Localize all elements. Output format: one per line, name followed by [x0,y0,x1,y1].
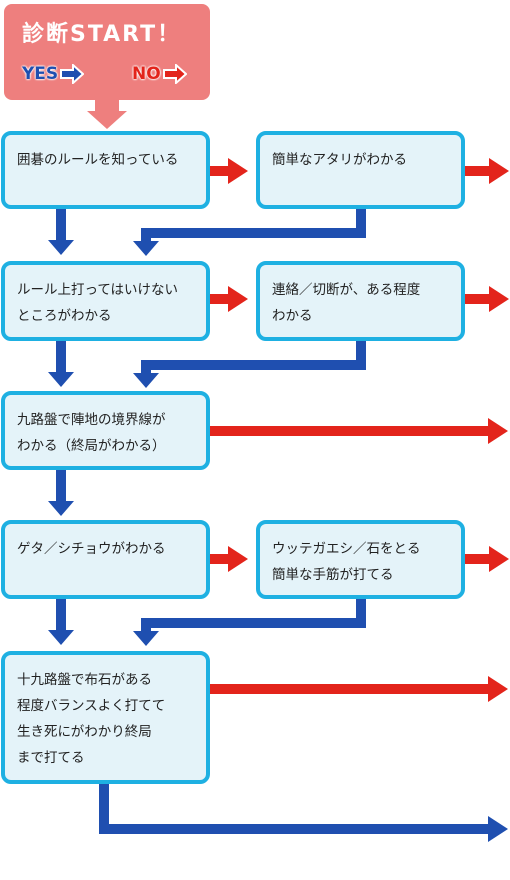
question-full-board-line-2: 程度バランスよく打てて [17,698,166,714]
question-connect-cut: 連絡／切断が、ある程度 わかる [256,261,465,341]
legend-no-label: NO [132,64,161,84]
q5-no-arrow [210,676,508,702]
q2-no-arrow [210,286,248,312]
question-full-board-line-1: 十九路盤で布石がある [17,672,152,688]
question-rules: 囲碁のルールを知っている [1,131,210,209]
question-atari-text: 簡単なアタリがわかる [272,152,407,168]
question-geta-shicho: ゲタ／シチョウがわかる [1,520,210,599]
q4b-no-arrow [465,546,509,572]
q1b-no-arrow [465,158,509,184]
question-snapback-tesuji-line-1: ウッテガエシ／石をとる [272,541,421,557]
yes-arrow-icon [60,64,85,84]
q2b-yes-arrow [133,341,366,388]
question-connect-cut-line-1: 連絡／切断が、ある程度 [272,282,421,298]
question-geta-shicho-text: ゲタ／シチョウがわかる [17,541,166,557]
question-snapback-tesuji: ウッテガエシ／石をとる 簡単な手筋が打てる [256,520,465,599]
question-full-board-line-4: まで打てる [17,750,85,766]
q5-yes-arrow [99,784,508,842]
question-territory-boundary: 九路盤で陣地の境界線が わかる（終局がわかる） [1,391,210,470]
question-forbidden-points: ルール上打ってはいけない ところがわかる [1,261,210,341]
question-full-board-line-3: 生き死にがわかり終局 [17,724,152,740]
legend-no: NO [132,64,187,84]
q1-yes-arrow [48,209,74,255]
q1b-yes-arrow [133,209,366,256]
question-rules-text: 囲碁のルールを知っている [17,152,179,168]
question-forbidden-points-line-2: ところがわかる [17,308,112,324]
question-snapback-tesuji-line-2: 簡単な手筋が打てる [272,567,394,583]
start-header: 診断START！ YES NO [4,4,210,100]
q2b-no-arrow [465,286,509,312]
question-territory-boundary-line-1: 九路盤で陣地の境界線が [17,412,166,428]
question-connect-cut-line-2: わかる [272,308,313,324]
question-full-board: 十九路盤で布石がある 程度バランスよく打てて 生き死にがわかり終局 まで打てる [1,651,210,784]
legend-yes-label: YES [22,64,59,84]
q2-yes-arrow [48,341,74,387]
question-forbidden-points-line-1: ルール上打ってはいけない [17,282,179,298]
q4-yes-arrow [48,599,74,645]
q4-no-arrow [210,546,248,572]
no-arrow-icon [162,64,187,84]
legend-yes: YES [22,64,85,84]
q3-yes-arrow [48,470,74,516]
q3-no-arrow [210,418,508,444]
q1-no-arrow [210,158,248,184]
q4b-yes-arrow [133,599,366,646]
start-title: 診断START！ [22,22,182,47]
question-territory-boundary-line-2: わかる（終局がわかる） [17,438,166,454]
question-atari: 簡単なアタリがわかる [256,131,465,209]
start-pointer-arrow [87,100,127,129]
